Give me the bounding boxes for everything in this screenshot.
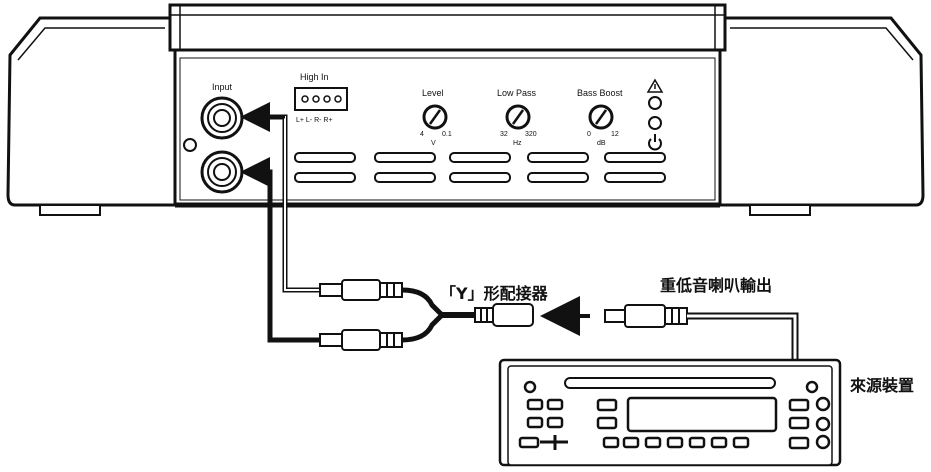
power-icon xyxy=(648,134,662,151)
knob-low-pass-label: Low Pass xyxy=(497,88,537,98)
amp-right-endcap xyxy=(718,16,925,207)
warning-triangle-icon xyxy=(646,78,664,93)
y-adapter xyxy=(319,279,534,351)
input-label: Input xyxy=(212,82,233,92)
knob-level-unit: V xyxy=(431,140,436,147)
knob-level-min: 4 xyxy=(420,131,424,138)
source-unit-label: 來源裝置 xyxy=(850,376,915,395)
amp-top-heatsink xyxy=(168,3,727,52)
panel-screw xyxy=(183,138,197,152)
rca-input-bottom[interactable] xyxy=(200,150,244,194)
high-in-connector[interactable] xyxy=(294,87,348,111)
high-in-label: High In xyxy=(300,72,329,82)
knob-bass-boost[interactable] xyxy=(588,104,614,130)
knob-bass-boost-label: Bass Boost xyxy=(577,88,623,98)
knob-level-max: 0.1 xyxy=(442,131,452,138)
knob-low-pass-unit: Hz xyxy=(513,140,522,147)
knob-low-pass-max: 320 xyxy=(525,131,537,138)
knob-low-pass-min: 32 xyxy=(500,131,508,138)
sub-out-label: 重低音喇叭輸出 xyxy=(660,276,773,295)
knob-level-label: Level xyxy=(422,88,444,98)
source-cable xyxy=(687,312,799,360)
high-in-pin-labels: L+ L- R- R+ xyxy=(296,117,333,124)
source-cable-plug xyxy=(604,304,688,328)
y-adapter-label: 「Y」形配接器 xyxy=(440,284,548,303)
rca-input-top[interactable] xyxy=(200,96,244,140)
knob-bass-boost-max: 12 xyxy=(611,131,619,138)
knob-low-pass[interactable] xyxy=(505,104,531,130)
amplifier-unit: Input High In L+ L- R- R+ Level 4 0.1 V … xyxy=(6,3,925,216)
source-head-unit xyxy=(498,358,842,467)
amp-left-endcap xyxy=(6,16,177,207)
knob-bass-boost-unit: dB xyxy=(597,140,606,147)
status-led-top xyxy=(648,96,662,110)
knob-level[interactable] xyxy=(422,104,448,130)
vent-slots xyxy=(294,152,666,183)
knob-bass-boost-min: 0 xyxy=(587,131,591,138)
status-led-bottom xyxy=(648,116,662,130)
